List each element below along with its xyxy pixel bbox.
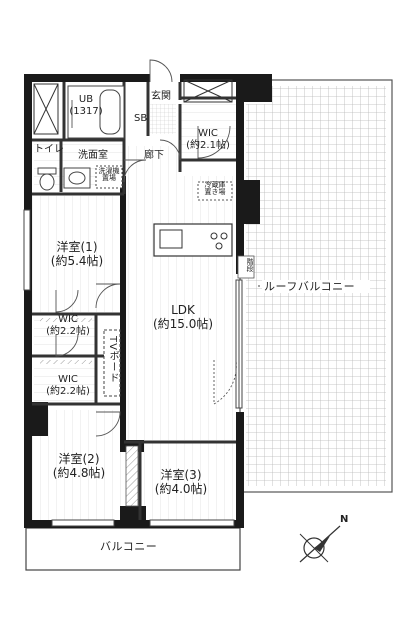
ub-label: UB (1317) [68,94,104,118]
stairs-label: 階段 [246,258,254,272]
ub-name: UB [78,94,94,105]
yoshitsu2-size: (約4.8帖) [52,466,106,481]
ldk-name: LDK [171,303,195,317]
fridge-label: 冷蔵庫 置き場 [204,181,226,197]
roof-balcony-label: ルーフバルコニー [264,280,356,294]
windows [23,209,243,527]
compass-icon [299,525,341,563]
wic-b-label: WIC (約2.2帖) [40,374,96,398]
wic-top-label: WIC (約2.1帖) [182,128,234,152]
yoshitsu2-label: 洋室(2) (約4.8帖) [46,452,112,481]
yoshitsu3-floor [142,442,236,520]
yoshitsu1-size: (約5.4帖) [50,254,104,269]
washbasin [63,165,123,189]
washer-label: 洗濯機 置場 [98,167,120,183]
wic-a-size: (約2.2帖) [46,326,90,337]
washroom-label: 洗面室 [78,150,108,161]
ldk-label: LDK (約15.0帖) [146,303,220,332]
wic-top-floor [180,100,236,160]
closet-yoshitsu3 [125,445,139,507]
ub-size: (1317) [69,106,103,117]
sb-label: SB [134,113,148,124]
compass-north-label: N [340,514,349,525]
ldk-size: (約15.0帖) [152,317,214,332]
wic-top-size: (約2.1帖) [186,140,230,151]
tv-board-label: TVボード [107,336,118,384]
wic-top-name: WIC [198,128,218,139]
yoshitsu1-floor [32,196,120,312]
yoshitsu3-label: 洋室(3) (約4.0帖) [148,468,214,497]
yoshitsu2-name: 洋室(2) [58,452,100,466]
yoshitsu1-name: 洋室(1) [56,240,98,254]
toilet-fixture [37,167,57,191]
bathtub [67,85,125,139]
genkan-label: 玄関 [151,91,171,102]
yoshitsu1-label: 洋室(1) (約5.4帖) [44,240,110,269]
tv-board-shape [103,329,121,397]
balcony-label: バルコニー [100,540,158,553]
wic-b-shelf [40,360,92,364]
ldk-floor [126,176,236,440]
wic-a-name: WIC [58,314,78,325]
walls [24,74,272,528]
wic-b-name: WIC [58,374,78,385]
toilet-label: トイレ [34,144,64,155]
hallway-label: 廊下 [144,150,164,161]
hallway-floor [124,146,180,176]
genkan-floor [150,104,176,134]
wic-b-floor [34,362,96,402]
wic-a-label: WIC (約2.2帖) [40,314,96,338]
stairs [237,255,255,279]
wic-a-shelf [40,318,92,322]
yoshitsu3-size: (約4.0帖) [154,482,208,497]
door-swings [55,59,237,437]
shafts [33,79,233,135]
wic-b-size: (約2.2帖) [46,386,90,397]
kitchen-counter [153,181,233,257]
yoshitsu3-name: 洋室(3) [160,468,202,482]
